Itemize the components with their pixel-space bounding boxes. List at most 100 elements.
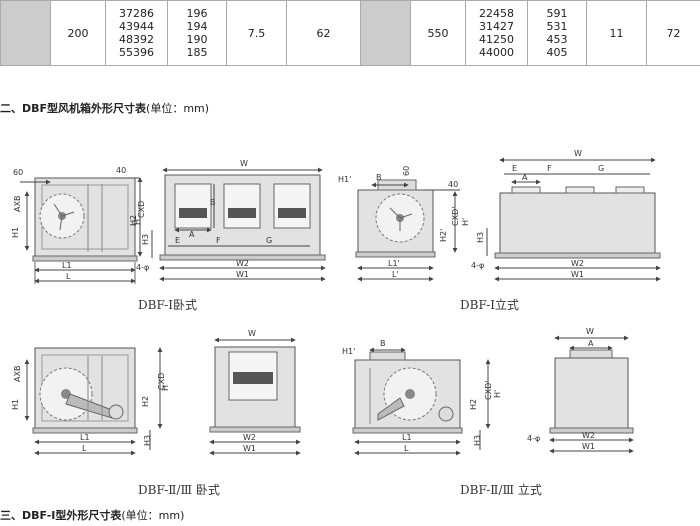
dim-label: 4-φ (527, 434, 540, 443)
dim-label: B (376, 173, 382, 182)
drawing-dbf1-vertical-side: L1' L' H1' B 60 40 H2' CXD' H' (338, 166, 470, 282)
dim-label: CXD' (484, 381, 493, 400)
dim-label: A (588, 339, 594, 348)
motor-pulley-icon (108, 404, 124, 420)
motor-pulley-icon (438, 406, 454, 422)
dim-label: H2 (129, 215, 138, 226)
dim-label: H3 (143, 435, 152, 446)
dim-label: H (133, 219, 142, 225)
table-cell: 591 531 453 405 (527, 0, 587, 66)
dim-label: W2 (571, 259, 584, 268)
caption-dbf23-vertical: DBF-Ⅱ/Ⅲ 立式 (460, 483, 542, 497)
dim-label: L' (392, 270, 399, 279)
dim-label: A (189, 230, 195, 239)
dim-label: W1 (243, 444, 256, 453)
section-heading-dimensions: 二、DBF型风机箱外形尺寸表(单位：mm) (0, 100, 209, 116)
dim-label: L (404, 444, 409, 453)
dim-label: W1 (236, 270, 249, 279)
dim-label: H1 (11, 227, 20, 238)
table-cell: 550 (410, 0, 466, 66)
dim-label: H3 (473, 435, 482, 446)
dim-label: F (216, 236, 221, 245)
fan-outlet (223, 183, 261, 229)
caption-dbf1-vertical: DBF-Ⅰ立式 (460, 298, 520, 312)
fan-outlet (273, 183, 311, 229)
dim-label: AXB (13, 196, 22, 212)
dim-label: B (210, 198, 216, 207)
dim-label: H3 (141, 234, 150, 245)
cell-line: 22458 (479, 7, 514, 20)
dim-label: W2 (236, 259, 249, 268)
dim-label: H2' (439, 229, 448, 242)
cell-line: 41250 (479, 33, 514, 46)
cell-line: 37286 (119, 7, 154, 20)
dim-label: 4-φ (471, 261, 484, 270)
dim-label: H' (461, 218, 470, 226)
cell-line: 405 (546, 46, 568, 59)
dim-label: 40 (448, 180, 458, 189)
dim-label: H2 (141, 396, 150, 407)
cell-line: 185 (186, 46, 208, 59)
drawing-dbf23-vertical-front: W A W2 W1 4-φ (527, 327, 634, 454)
cell-line: 31427 (479, 20, 514, 33)
dim-label: W1 (582, 442, 595, 451)
table-cell: 11 (586, 0, 647, 66)
dim-label: L1 (402, 433, 412, 442)
drawing-dbf23-horizontal-front: W W2 W1 (209, 329, 301, 456)
dim-label: G (266, 236, 272, 245)
dim-label: 4-φ (136, 263, 149, 272)
table-cell: 200 (50, 0, 106, 66)
dim-label: CXD' (451, 207, 460, 226)
dim-label: B (380, 339, 386, 348)
caption-dbf23-horizontal: DBF-Ⅱ/Ⅲ 卧式 (138, 483, 220, 497)
dim-label: L1 (62, 261, 72, 270)
dim-label: W2 (582, 431, 595, 440)
dim-label: L1 (80, 433, 90, 442)
cell-line: 44000 (479, 46, 514, 59)
dim-label: W2 (243, 433, 256, 442)
dim-label: L (66, 272, 71, 281)
table-cell (0, 0, 51, 66)
dim-label: H1' (338, 175, 351, 184)
dim-label: H' (493, 390, 502, 398)
dim-label: H3 (476, 232, 485, 243)
heading-unit: (单位：mm) (121, 509, 185, 522)
dim-label: E (175, 236, 180, 245)
table-cell (360, 0, 411, 66)
drawing-dbf1-vertical-front: W E F G A W2 W1 H3 4-φ (471, 149, 661, 282)
table-row: 200 37286 43944 48392 55396 196 194 190 … (0, 0, 700, 66)
dim-label: 60 (402, 166, 411, 176)
table-cell: 72 (646, 0, 700, 66)
dim-label: 60 (13, 168, 23, 177)
table-cell: 62 (286, 0, 361, 66)
cell-line: 43944 (119, 20, 154, 33)
dim-label: E (512, 164, 517, 173)
section-heading-dbf1: 三、DBF-Ⅰ型外形尺寸表(单位：mm) (0, 507, 184, 523)
spec-table: 200 37286 43944 48392 55396 196 194 190 … (0, 0, 700, 66)
cell-line: 196 (186, 7, 208, 20)
dim-label: G (598, 164, 604, 173)
dim-label: W (574, 149, 582, 158)
drawing-dbf23-vertical-side: H1' B L1 L H2 CXD' H' H3 (342, 339, 502, 456)
dim-label: CXD (157, 373, 166, 390)
cell-line: 591 (546, 7, 568, 20)
dim-label: W (586, 327, 594, 336)
cell-line: 453 (546, 33, 568, 46)
dim-label: H1' (342, 347, 355, 356)
cell-line: 190 (186, 33, 208, 46)
cell-line: 48392 (119, 33, 154, 46)
cell-line: 55396 (119, 46, 154, 59)
table-cell: 196 194 190 185 (167, 0, 227, 66)
caption-dbf1-horizontal: DBF-Ⅰ卧式 (138, 298, 198, 312)
dim-label: AXB (13, 366, 22, 382)
dim-label: A (522, 173, 528, 182)
dim-label: L (82, 444, 87, 453)
dim-label: F (547, 164, 552, 173)
cell-line: 194 (186, 20, 208, 33)
dim-label: 40 (116, 166, 126, 175)
drawing-dbf1-horizontal-side: L1 L 60 40 H1 AXB H2 CXD H (11, 166, 146, 284)
dim-label: H (161, 385, 170, 391)
dim-label: W (248, 329, 256, 338)
dim-label: H2 (469, 399, 478, 410)
